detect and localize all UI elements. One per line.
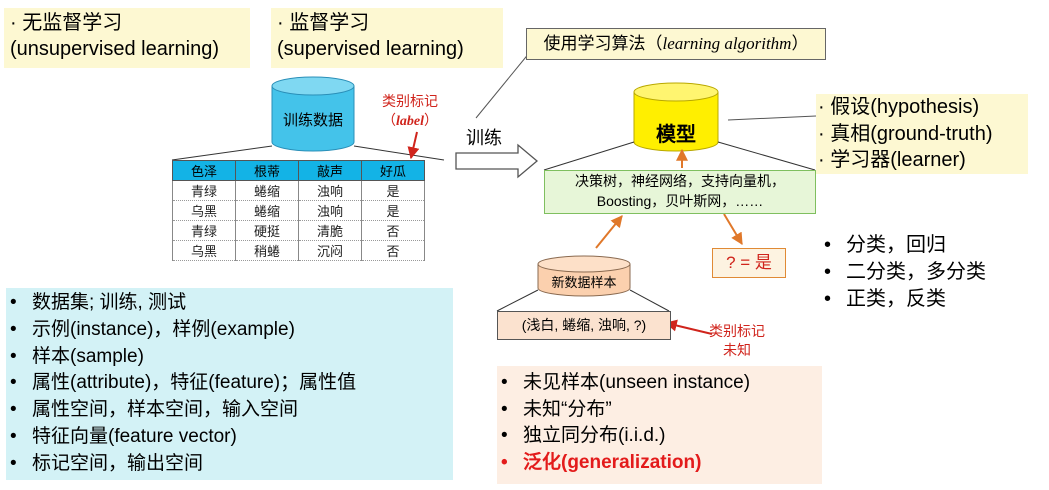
list-item: 未知“分布” [497,397,822,424]
table-cell: 乌黑 [172,200,236,221]
algorithm-suffix: ） [791,34,809,53]
table-header: 根蒂 [235,160,299,181]
table-cell: 否 [361,220,425,241]
label-note-cn: 类别标记 [382,93,438,109]
table-connector-left [171,145,273,161]
sample-connector-left [496,289,539,312]
list-item: 独立同分布(i.i.d.) [497,423,822,450]
table-row: 青绿 蜷缩 浊响 是 [172,180,425,201]
train-arrow [455,143,539,179]
arrow-model-to-prediction [723,213,743,246]
list-item: 样本(sample) [6,344,453,371]
table-connector-right [353,145,445,161]
table-cell: 是 [361,200,425,221]
algorithm-english: learning algorithm [662,34,792,53]
new-sample-label: 新数据样本 [551,275,617,290]
table-row: 青绿 硬挺 清脆 否 [172,220,425,241]
table-cell: 青绿 [172,220,236,241]
generalization-panel: 未见样本(unseen instance) 未知“分布” 独立同分布(i.i.d… [497,366,822,484]
label-note-open: （ [382,112,396,128]
unsupervised-title: · 无监督学习 [10,12,123,34]
prediction-box: ? = 是 [712,248,786,278]
model-label: 模型 [656,124,696,146]
model-connector-left [543,141,635,171]
supervised-note: · 监督学习 (supervised learning) [271,8,503,68]
label-arrow [407,131,420,160]
table-cell: 浊响 [298,180,362,201]
task-types-list: 分类，回归 二分类，多分类 正类，反类 [820,232,1049,313]
list-item: 分类，回归 [820,232,1049,259]
model-types-box: 决策树，神经网络，支持向量机， Boosting，贝叶斯网，…… [544,170,816,214]
table-cell: 浊响 [298,200,362,221]
list-item: 属性(attribute)，特征(feature)；属性值 [6,370,453,397]
arrow-sample-to-model [595,215,623,249]
model-types-line1: 决策树，神经网络，支持向量机， [575,173,785,189]
table-cell: 青绿 [172,180,236,201]
sample-connector-right [629,289,670,312]
list-item: 未见样本(unseen instance) [497,370,822,397]
unsupervised-english: (unsupervised learning) [10,38,220,60]
list-item: 标记空间，输出空间 [6,451,453,478]
unknown-label-note: 类别标记 未知 [696,322,778,360]
generalization-highlight: 泛化(generalization) [497,450,822,477]
label-note: 类别标记 （label） [370,92,450,131]
hypothesis-connector [727,115,817,121]
training-data-cylinder [271,76,355,152]
table-cell: 硬挺 [235,220,299,241]
table-cell: 蜷缩 [235,200,299,221]
supervised-english: (supervised learning) [277,38,464,60]
new-sample-features: (浅白, 蜷缩, 浊响, ?) [497,311,671,340]
unsupervised-note: · 无监督学习 (unsupervised learning) [4,8,250,68]
table-row: 乌黑 蜷缩 浊响 是 [172,200,425,221]
list-item: 属性空间，样本空间，输入空间 [6,397,453,424]
learner-note: · 学习器(learner) [818,149,966,171]
model-connector-right [717,141,816,171]
table-header: 色泽 [172,160,236,181]
list-item: 正类，反类 [820,286,1049,313]
training-table: 色泽 根蒂 敲声 好瓜 青绿 蜷缩 浊响 是 乌黑 蜷缩 浊响 是 青绿 硬挺 … [172,160,425,261]
supervised-title: · 监督学习 [277,12,370,34]
list-item: 特征向量(feature vector) [6,424,453,451]
label-note-close: ） [424,112,438,128]
table-cell: 沉闷 [298,240,362,261]
table-header: 敲声 [298,160,362,181]
hypothesis-note: · 假设(hypothesis) [818,96,980,118]
unknown-label-arrow [664,319,713,335]
list-item: 二分类，多分类 [820,259,1049,286]
label-note-en-line: （label） [370,111,450,131]
new-sample-cylinder [537,255,631,297]
ground-truth-note: · 真相(ground-truth) [818,122,993,145]
training-data-label: 训练数据 [282,112,343,129]
table-cell: 是 [361,180,425,201]
concepts-panel: 数据集; 训练, 测试 示例(instance)，样例(example) 样本(… [6,288,453,480]
table-cell: 乌黑 [172,240,236,261]
label-note-en: label [396,114,424,129]
table-row: 乌黑 稍蜷 沉闷 否 [172,240,425,261]
table-cell: 蜷缩 [235,180,299,201]
list-item: 示例(instance)，样例(example) [6,317,453,344]
list-item: 数据集; 训练, 测试 [6,290,453,317]
table-cell: 稍蜷 [235,240,299,261]
model-cylinder [633,82,719,152]
model-types-line2: Boosting，贝叶斯网，…… [596,193,764,209]
unknown-label-line1: 类别标记 [709,323,765,339]
table-header-row: 色泽 根蒂 敲声 好瓜 [172,160,425,181]
table-cell: 否 [361,240,425,261]
table-cell: 清脆 [298,220,362,241]
train-label: 训练 [466,128,502,148]
hypothesis-notes: · 假设(hypothesis) · 真相(ground-truth) · 学习… [816,94,1028,174]
algorithm-prefix: 使用学习算法（ [543,34,663,53]
table-header: 好瓜 [361,160,425,181]
algorithm-connector [475,51,531,119]
unknown-label-line2: 未知 [723,342,751,358]
algorithm-box: 使用学习算法（learning algorithm） [526,28,826,60]
